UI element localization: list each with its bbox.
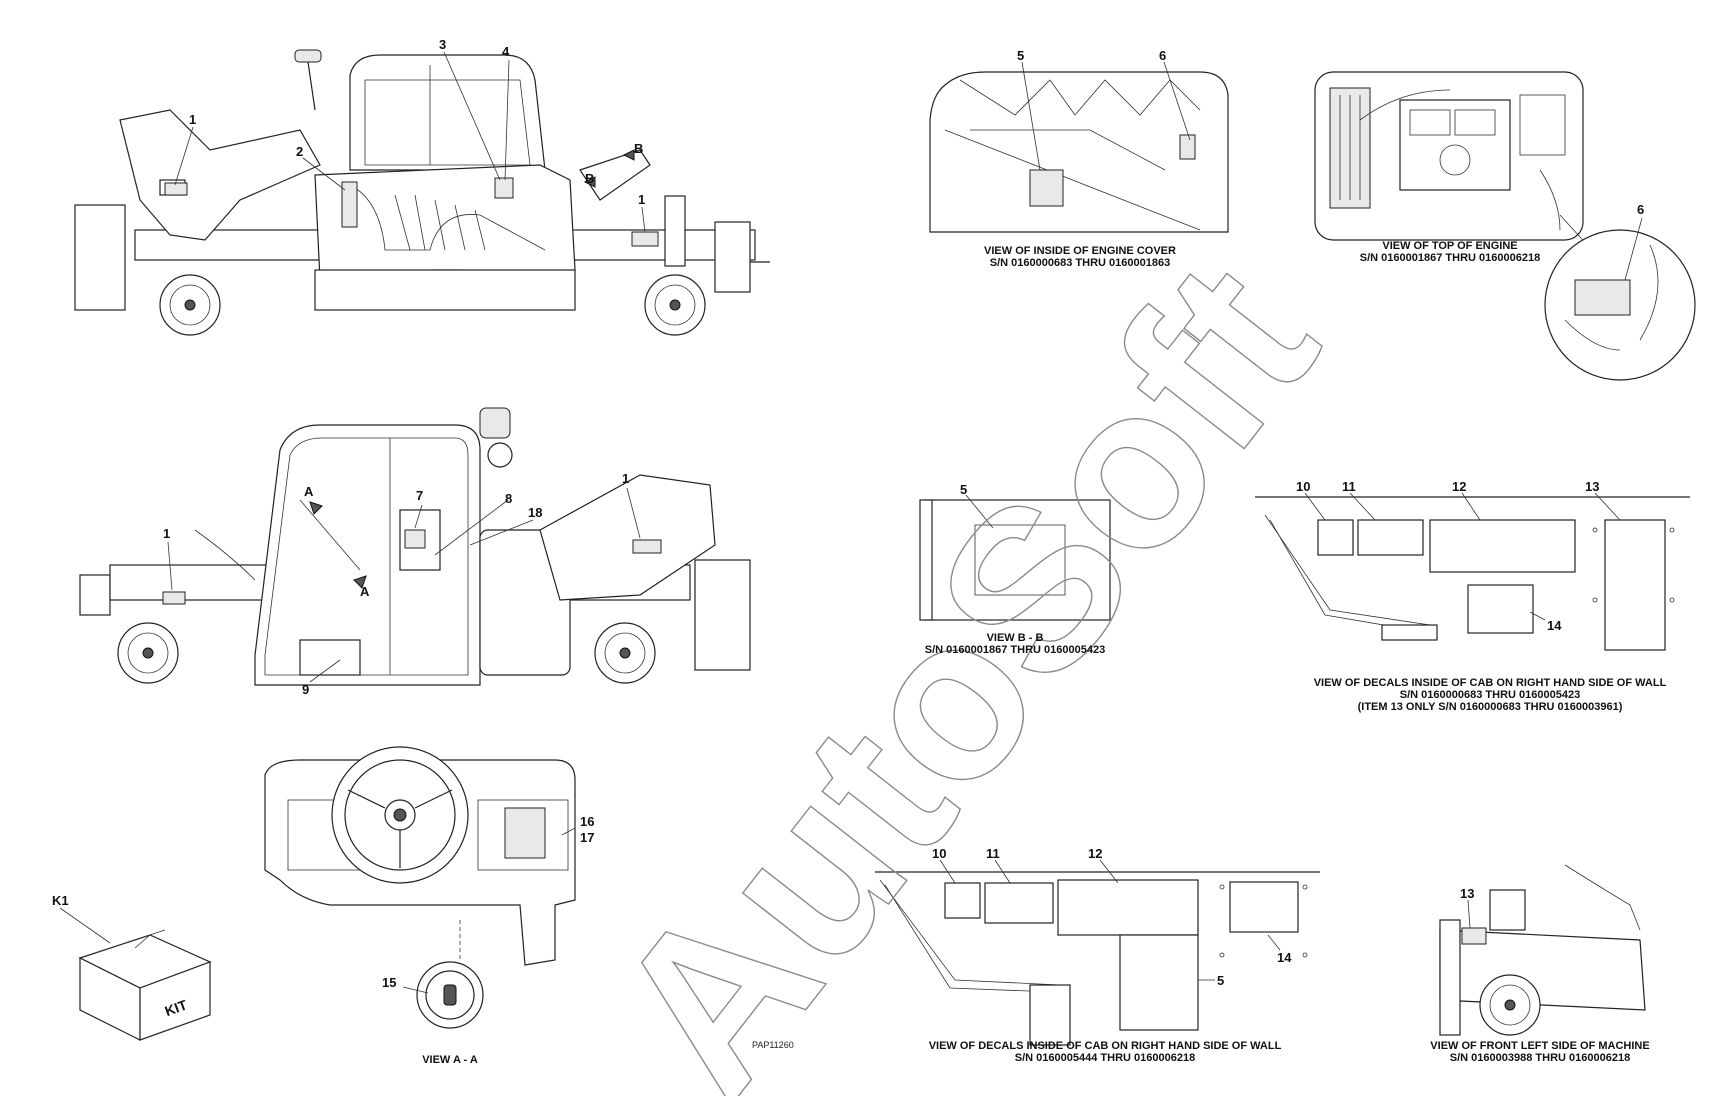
cab-wall-2-title: VIEW OF DECALS INSIDE OF CAB ON RIGHT HA… — [928, 1040, 1282, 1052]
callout-13: 13 — [1460, 886, 1474, 901]
callout-6: 6 — [1637, 202, 1644, 217]
cab-wall-2-serial: S/N 0160005444 THRU 0160006218 — [1014, 1052, 1196, 1064]
cab-wall-2-caption: VIEW OF DECALS INSIDE OF CAB ON RIGHT HA… — [905, 1040, 1305, 1064]
callout-1: 1 — [638, 192, 645, 207]
view-bb-title: VIEW B - B — [986, 632, 1044, 644]
engine-top-view — [1314, 71, 1696, 381]
callout-12: 12 — [1088, 846, 1102, 861]
view-aa-title: VIEW A - A — [422, 1054, 478, 1066]
callout-3: 3 — [439, 37, 446, 52]
kit-label: KIT — [163, 996, 190, 1019]
engine-cover-caption: VIEW OF INSIDE OF ENGINE COVER S/N 01600… — [960, 245, 1200, 269]
callout-16: 16 — [580, 814, 594, 829]
callout-9: 9 — [302, 682, 309, 697]
cab-wall-1-serial: S/N 0160000683 THRU 0160005423 — [1399, 689, 1581, 701]
front-left-serial: S/N 0160003988 THRU 0160006218 — [1449, 1052, 1631, 1064]
callout-14: 14 — [1547, 618, 1562, 633]
watermark: AutoSoft — [564, 217, 1364, 1096]
callout-5: 5 — [1017, 48, 1024, 63]
callout-1: 1 — [622, 471, 629, 486]
callout-11: 11 — [1342, 479, 1356, 494]
callout-17: 17 — [580, 830, 594, 845]
callout-12: 12 — [1452, 479, 1466, 494]
callout-18: 18 — [528, 505, 542, 520]
callout-1: 1 — [163, 526, 170, 541]
callout-a: A — [304, 484, 314, 499]
callout-a: A — [360, 584, 370, 599]
top-engine-caption: VIEW OF TOP OF ENGINE S/N 0160001867 THR… — [1330, 240, 1570, 264]
view-bb-serial: S/N 0160001867 THRU 0160005423 — [924, 644, 1106, 656]
kit-box: KIT — [59, 907, 212, 1041]
front-left-side-view — [1439, 864, 1646, 1036]
callout-8: 8 — [505, 491, 512, 506]
callout-k1: K1 — [52, 893, 69, 908]
machine-right-side-view — [79, 407, 751, 686]
engine-cover-serial: S/N 0160000683 THRU 0160001863 — [989, 257, 1171, 269]
callout-2: 2 — [296, 144, 303, 159]
front-left-caption: VIEW OF FRONT LEFT SIDE OF MACHINE S/N 0… — [1400, 1040, 1680, 1064]
engine-cover-inside-view — [929, 61, 1229, 233]
cab-wall-1-title: VIEW OF DECALS INSIDE OF CAB ON RIGHT HA… — [1313, 677, 1667, 689]
callout-11: 11 — [986, 846, 1000, 861]
machine-left-side-view — [74, 49, 770, 336]
callout-b: B — [634, 141, 643, 156]
front-left-title: VIEW OF FRONT LEFT SIDE OF MACHINE — [1430, 1040, 1650, 1052]
callout-7: 7 — [416, 488, 423, 503]
view-bb — [919, 494, 1111, 621]
view-aa-caption: VIEW A - A — [380, 1054, 520, 1066]
callout-5: 5 — [1217, 973, 1224, 988]
view-bb-caption: VIEW B - B S/N 0160001867 THRU 016000542… — [895, 632, 1135, 656]
callout-5: 5 — [960, 482, 967, 497]
callout-labels: 1 2 3 4 1 B B 1 1 7 8 18 9 A A 16 17 15 … — [52, 37, 1644, 990]
callout-14: 14 — [1277, 950, 1292, 965]
cab-wall-1-caption: VIEW OF DECALS INSIDE OF CAB ON RIGHT HA… — [1290, 677, 1690, 713]
callout-13: 13 — [1585, 479, 1599, 494]
cab-wall-1-note: (ITEM 13 ONLY S/N 0160000683 THRU 016000… — [1357, 701, 1623, 713]
callout-4: 4 — [502, 44, 510, 59]
top-engine-serial: S/N 0160001867 THRU 0160006218 — [1359, 252, 1541, 264]
callout-1: 1 — [189, 112, 196, 127]
callout-b: B — [585, 171, 594, 186]
dashboard-view-aa — [264, 746, 576, 1029]
callout-10: 10 — [932, 846, 946, 861]
cab-right-wall-view-2 — [875, 859, 1320, 1046]
callout-15: 15 — [382, 975, 396, 990]
callout-6: 6 — [1159, 48, 1166, 63]
engine-cover-title: VIEW OF INSIDE OF ENGINE COVER — [984, 245, 1176, 257]
drawing-reference: PAP11260 — [752, 1040, 794, 1050]
callout-10: 10 — [1296, 479, 1310, 494]
top-engine-title: VIEW OF TOP OF ENGINE — [1382, 240, 1518, 252]
cab-right-wall-view-1 — [1255, 492, 1690, 651]
